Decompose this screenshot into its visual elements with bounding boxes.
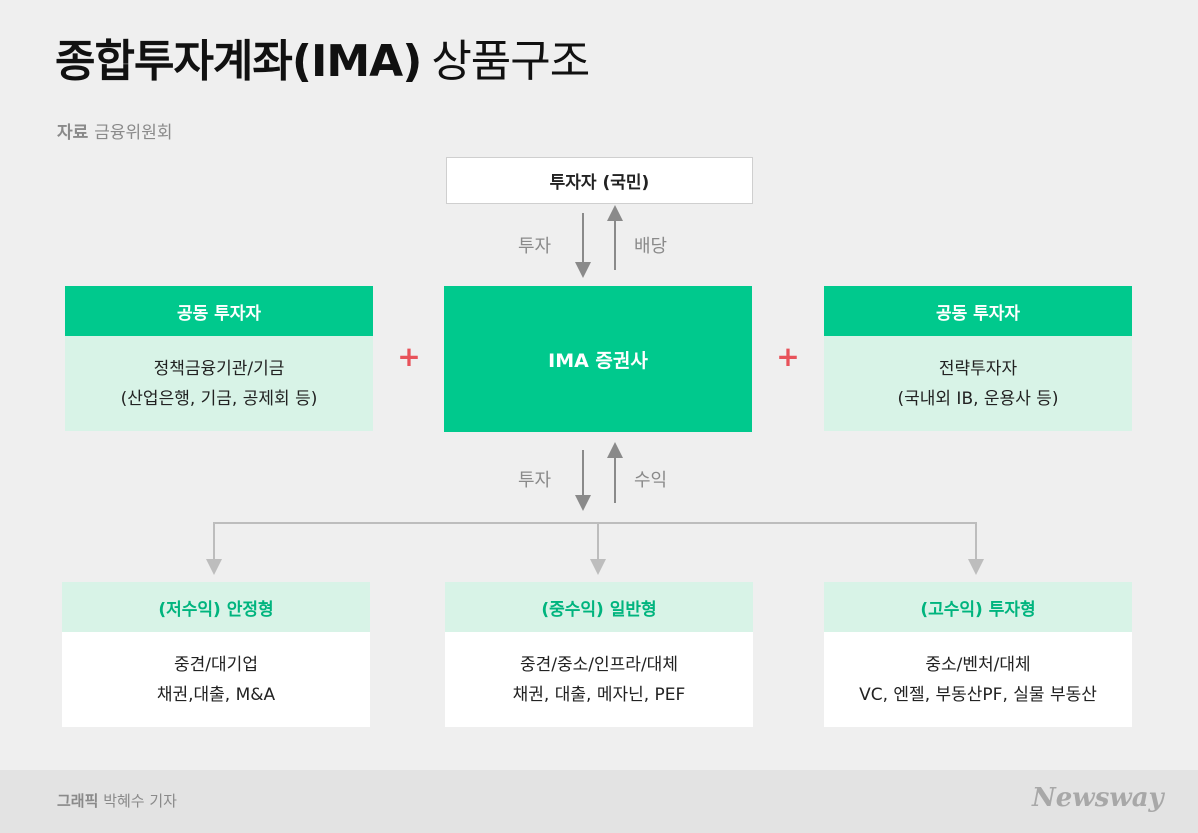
right-partner-header: 공동 투자자 xyxy=(824,286,1132,336)
source-value: 금융위원회 xyxy=(94,123,173,143)
left-partner-line2: (산업은행, 기금, 공제회 등) xyxy=(120,388,318,409)
newsway-logo: Newsway xyxy=(1032,783,1164,813)
ima-securities-box: IMA 증권사 xyxy=(444,286,752,432)
left-partner-line1: 정책금융기관/기금 xyxy=(153,358,285,379)
tier-high-body: 중소/벤처/대체 VC, 엔젤, 부동산PF, 실물 부동산 xyxy=(824,632,1132,727)
flow-label-return: 수익 xyxy=(634,470,668,491)
title-bold: 종합투자계좌(IMA) xyxy=(55,36,422,87)
footer-bar xyxy=(0,770,1198,833)
plus-right: + xyxy=(776,340,800,373)
flow-label-dividend: 배당 xyxy=(634,236,668,257)
tier-high-line2: VC, 엔젤, 부동산PF, 실물 부동산 xyxy=(859,684,1097,705)
tier-low-header: (저수익) 안정형 xyxy=(62,582,370,632)
tier-low-line1: 중견/대기업 xyxy=(174,654,258,675)
tier-mid-body: 중견/중소/인프라/대체 채권, 대출, 메자닌, PEF xyxy=(445,632,753,727)
tier-mid-header: (중수익) 일반형 xyxy=(445,582,753,632)
right-partner-body: 전략투자자 (국내외 IB, 운용사 등) xyxy=(824,336,1132,431)
tier-high-line1: 중소/벤처/대체 xyxy=(925,654,1031,675)
source-label: 자료 xyxy=(57,123,89,143)
graphic-credit: 그래픽 박혜수 기자 xyxy=(57,790,177,811)
flow-label-invest-top: 투자 xyxy=(518,236,552,257)
flow-label-invest-bottom: 투자 xyxy=(518,470,552,491)
left-partner-body: 정책금융기관/기금 (산업은행, 기금, 공제회 등) xyxy=(65,336,373,431)
left-partner-header: 공동 투자자 xyxy=(65,286,373,336)
tier-mid-line1: 중견/중소/인프라/대체 xyxy=(520,654,678,675)
credit-label: 그래픽 xyxy=(57,792,99,810)
tier-high-header: (고수익) 투자형 xyxy=(824,582,1132,632)
right-partner-line2: (국내외 IB, 운용사 등) xyxy=(897,388,1059,409)
tier-mid-line2: 채권, 대출, 메자닌, PEF xyxy=(512,684,686,705)
title-light: 상품구조 xyxy=(431,36,590,87)
tier-low-line2: 채권,대출, M&A xyxy=(156,684,276,705)
right-partner-line1: 전략투자자 xyxy=(938,358,1018,379)
page-title: 종합투자계좌(IMA)상품구조 xyxy=(55,34,590,90)
investor-box: 투자자 (국민) xyxy=(446,157,753,204)
credit-value: 박혜수 기자 xyxy=(103,792,177,810)
tier-low-body: 중견/대기업 채권,대출, M&A xyxy=(62,632,370,727)
plus-left: + xyxy=(397,340,421,373)
distribution-bracket xyxy=(213,522,977,566)
